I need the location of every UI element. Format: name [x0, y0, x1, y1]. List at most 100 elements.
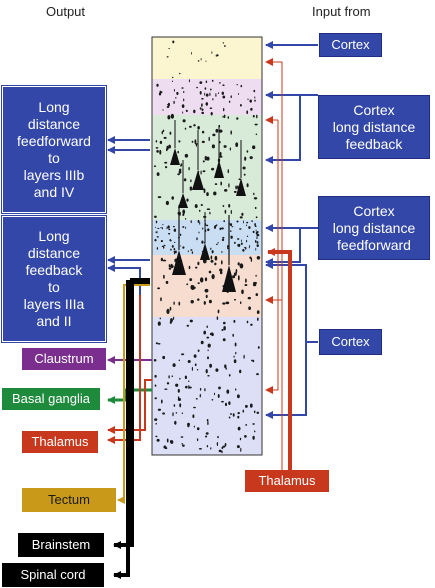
neuron-dot [204, 277, 208, 282]
neuron-dot [216, 224, 218, 227]
neuron-dot [221, 91, 224, 95]
neuron-dot [246, 235, 249, 237]
neuron-dot [211, 399, 214, 401]
neuron-dot [215, 54, 217, 57]
neuron-dot [173, 100, 175, 104]
neuron-dot [205, 224, 209, 227]
neuron-dot [253, 192, 255, 196]
neuron-dot [257, 346, 260, 349]
neuron-dot [222, 84, 225, 87]
neuron-dot [239, 103, 242, 107]
neuron-dot [175, 383, 179, 387]
neuron-dot [164, 388, 168, 390]
feedforward-line-5: layers IIIb [23, 166, 85, 183]
neuron-dot [256, 317, 259, 321]
neuron-dot [237, 243, 241, 248]
neuron-dot [182, 91, 185, 93]
neuron-dot [207, 356, 209, 360]
neuron-dot [156, 246, 159, 250]
feedforward-line-6: and IV [33, 183, 75, 200]
neuron-dot [154, 374, 157, 378]
neuron-dot [213, 191, 217, 196]
thalamus-thin-1 [265, 58, 283, 470]
neuron-dot [206, 418, 209, 422]
neuron-dot [156, 172, 160, 177]
neuron-dot [242, 409, 245, 413]
neuron-dot [210, 112, 213, 116]
neuron-dot [161, 245, 164, 248]
neuron-dot [198, 231, 200, 234]
neuron-dot [220, 181, 223, 186]
neuron-dot [235, 351, 237, 355]
neuron-dot [230, 95, 232, 99]
neuron-dot [187, 360, 191, 363]
neuron-dot [224, 209, 227, 214]
neuron-dot [174, 421, 177, 425]
neuron-dot [254, 123, 258, 126]
neuron-dot [188, 386, 192, 389]
neuron-dot [237, 238, 240, 240]
neuron-dot [169, 131, 172, 135]
neuron-dot [233, 355, 235, 358]
neuron-dot [154, 384, 157, 387]
neuron-dot [154, 397, 157, 400]
neuron-dot [222, 115, 224, 118]
neuron-dot [212, 133, 216, 137]
neuron-dot [156, 83, 159, 87]
neuron-dot [164, 161, 168, 164]
neuron-dot [209, 107, 213, 110]
neuron-dot [236, 445, 240, 449]
neuron-dot [166, 308, 170, 315]
neuron-dot [167, 225, 170, 229]
neuron-dot [162, 355, 166, 360]
neuron-dot [171, 245, 174, 248]
neuron-dot [219, 268, 223, 272]
neuron-dot [210, 247, 212, 251]
neuron-dot [245, 404, 248, 408]
neuron-dot [166, 56, 169, 58]
neuron-dot [215, 128, 219, 133]
neuron-dot [170, 318, 173, 323]
neuron-dot [210, 255, 213, 260]
neuron-dot [189, 278, 193, 282]
neuron-dot [174, 241, 176, 244]
feedback-line-6: and II [36, 313, 72, 329]
neuron-dot [168, 144, 171, 149]
neuron-dot [168, 264, 171, 268]
neuron-dot [254, 99, 256, 102]
neuron-dot [253, 197, 258, 200]
neuron-dot [216, 316, 219, 320]
neuron-dot [255, 229, 257, 232]
neuron-dot [186, 283, 189, 286]
neuron-dot [197, 219, 200, 223]
neuron-dot [173, 250, 176, 253]
neuron-dot [239, 216, 243, 219]
neuron-dot [223, 220, 226, 223]
neuron-dot [230, 130, 232, 135]
neuron-dot [194, 363, 197, 367]
neuron-dot [255, 133, 258, 136]
neuron-dot [162, 259, 167, 262]
neuron-dot [178, 168, 182, 171]
neuron-dot [223, 114, 226, 119]
neuron-dot [253, 410, 256, 414]
neuron-dot [159, 90, 162, 95]
neuron-dot [207, 228, 210, 232]
neuron-dot [236, 220, 239, 223]
neuron-dot [256, 411, 260, 415]
neuron-dot [191, 140, 194, 143]
neuron-dot [205, 432, 209, 435]
neuron-dot [246, 150, 249, 153]
neuron-dot [219, 227, 222, 231]
neuron-dot [213, 392, 216, 396]
feedback-line-3: feedback [25, 262, 83, 278]
cortex-feedforward-line-2: long distance [332, 219, 416, 236]
neuron-dot [201, 240, 204, 244]
neuron-dot [197, 349, 200, 352]
neuron-dot [159, 317, 161, 320]
neuron-dot [163, 244, 166, 247]
neuron-dot [178, 140, 181, 143]
neuron-dot [201, 103, 203, 107]
neuron-dot [161, 227, 163, 230]
neuron-dot [182, 213, 185, 216]
